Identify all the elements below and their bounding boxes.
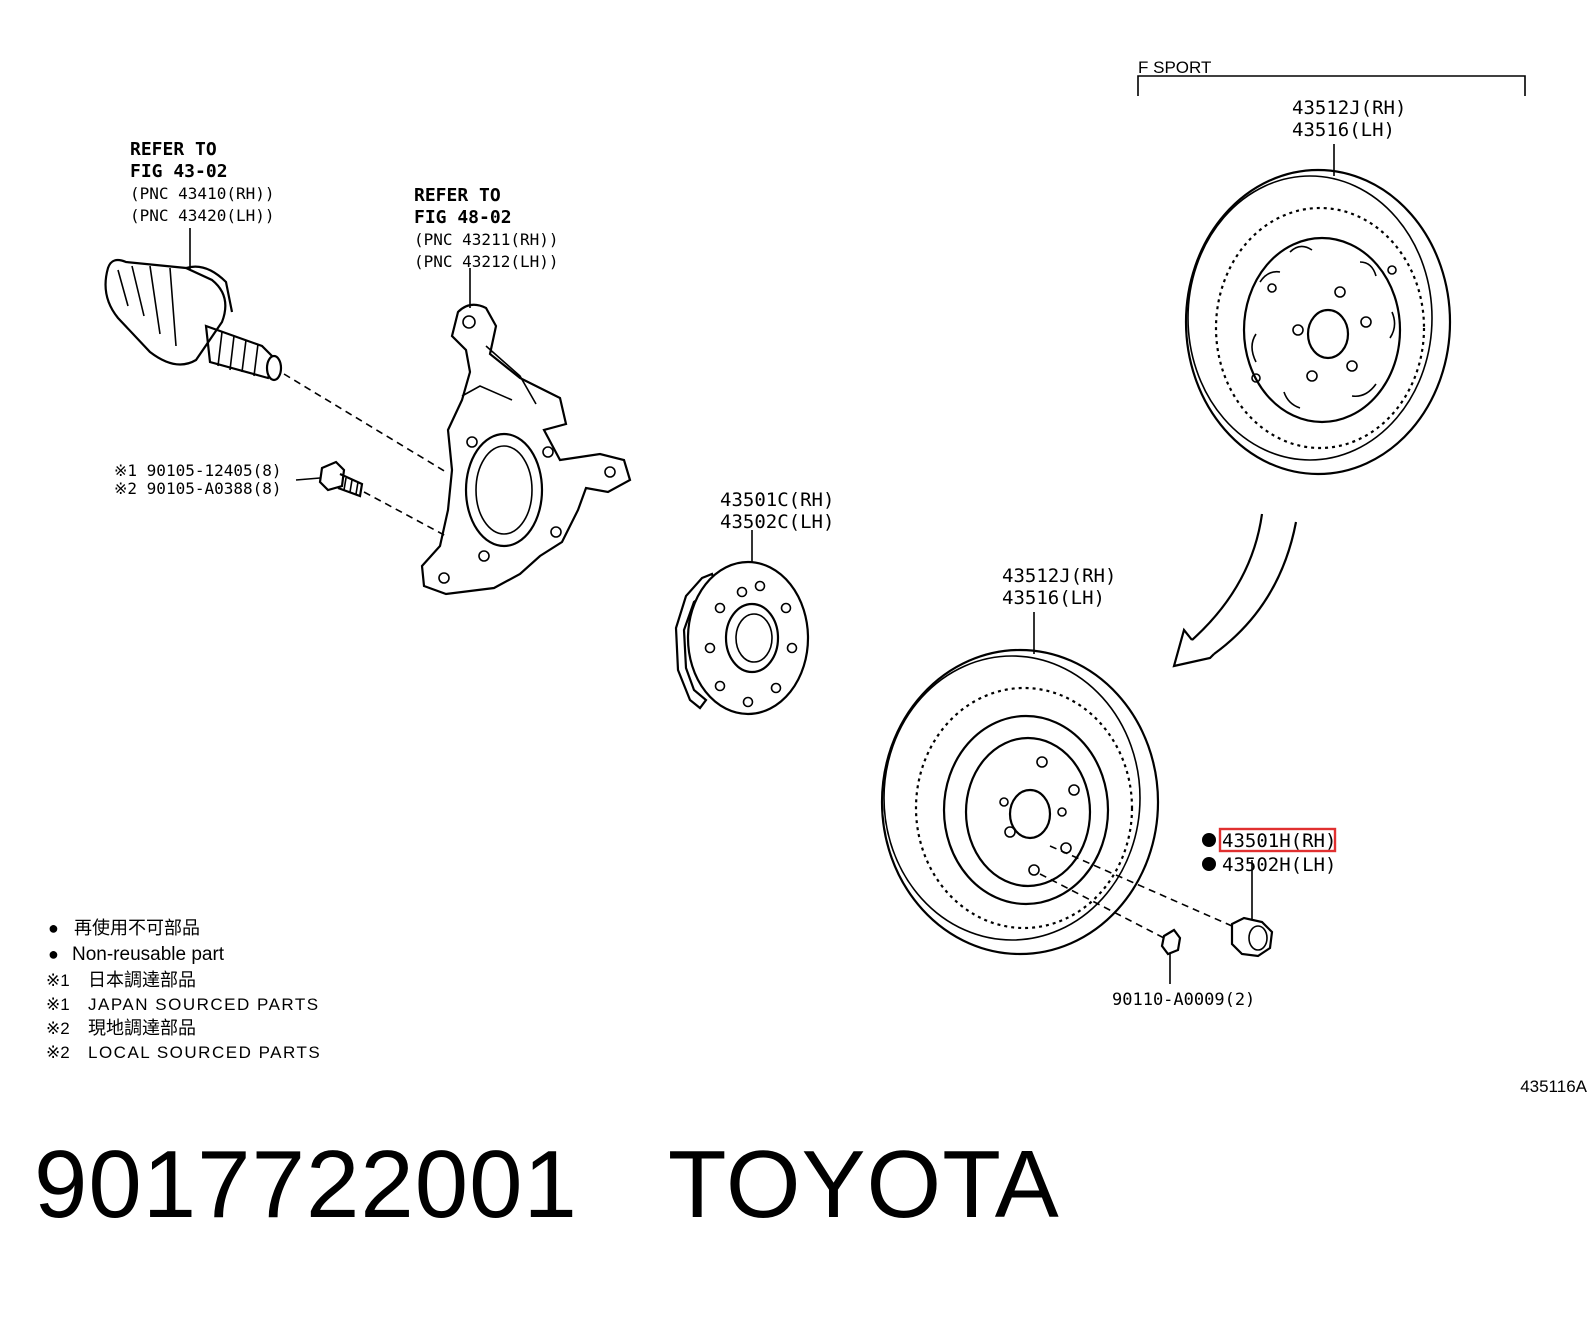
- highlight-box: [1218, 827, 1337, 853]
- callout-bolt: ※1 90105-12405(8) ※2 90105-A0388(8): [114, 461, 282, 498]
- svg-text:43512J(RH): 43512J(RH): [1292, 97, 1406, 119]
- svg-text:現地調達部品: 現地調達部品: [88, 1018, 196, 1038]
- svg-text:※1 90105-12405(8): ※1 90105-12405(8): [114, 461, 282, 480]
- callout-disc-std: 43512J(RH) 43516(LH): [1002, 565, 1116, 609]
- brand-name: TOYOTA: [667, 1131, 1060, 1238]
- svg-text:43516(LH): 43516(LH): [1002, 587, 1105, 609]
- knuckle-bolt-illustration: [295, 460, 364, 498]
- svg-text:(PNC 43410(RH)): (PNC 43410(RH)): [130, 184, 275, 203]
- nut-lh-label: 43502H(LH): [1222, 854, 1336, 876]
- svg-text:43516(LH): 43516(LH): [1292, 119, 1395, 141]
- svg-text:●: ●: [48, 944, 59, 964]
- callout-screw: 90110-A0009(2): [1112, 990, 1255, 1010]
- svg-text:●: ●: [48, 918, 59, 938]
- svg-text:※2: ※2: [46, 1019, 70, 1038]
- svg-text:FIG 48-02: FIG 48-02: [414, 207, 512, 228]
- fsport-bracket: F SPORT: [1137, 58, 1526, 96]
- svg-text:(PNC 43420(LH)): (PNC 43420(LH)): [130, 206, 275, 225]
- product-caption: 9017722001 TOYOTA: [34, 1130, 1060, 1240]
- callout-disc-fsport: 43512J(RH) 43516(LH): [1292, 97, 1406, 141]
- svg-text:43501C(RH): 43501C(RH): [720, 489, 834, 511]
- drive-shaft-illustration: [104, 228, 283, 382]
- legend: ● 再使用不可部品 ● Non-reusable part ※1 日本調達部品 …: [46, 918, 321, 1062]
- assembly-lines-left: [283, 373, 447, 537]
- hub-nut-illustration: [1230, 860, 1274, 958]
- fsport-label: F SPORT: [1138, 58, 1211, 77]
- svg-text:※2 90105-A0388(8): ※2 90105-A0388(8): [114, 479, 282, 498]
- callout-knuckle: REFER TO FIG 48-02 (PNC 43211(RH)) (PNC …: [414, 185, 559, 271]
- figure-id: 435116A: [1520, 1077, 1587, 1096]
- svg-text:(PNC 43211(RH)): (PNC 43211(RH)): [414, 230, 559, 249]
- brake-disc-illustration: [880, 612, 1160, 956]
- replacement-arrow: [1172, 513, 1298, 668]
- steering-knuckle-illustration: [420, 268, 632, 596]
- svg-text:REFER TO: REFER TO: [130, 139, 217, 160]
- svg-text:※2: ※2: [46, 1043, 70, 1062]
- svg-text:43502C(LH): 43502C(LH): [720, 511, 834, 533]
- svg-text:※1: ※1: [46, 971, 70, 990]
- svg-text:FIG 43-02: FIG 43-02: [130, 161, 228, 182]
- svg-text:43512J(RH): 43512J(RH): [1002, 565, 1116, 587]
- svg-text:(PNC 43212(LH)): (PNC 43212(LH)): [414, 252, 559, 271]
- svg-text:日本調達部品: 日本調達部品: [88, 970, 196, 990]
- non-reusable-marker-rh: [1202, 833, 1216, 847]
- callout-hub: 43501C(RH) 43502C(LH): [720, 489, 834, 533]
- part-number: 9017722001: [34, 1131, 578, 1238]
- svg-text:90110-A0009(2): 90110-A0009(2): [1112, 990, 1255, 1010]
- svg-text:再使用不可部品: 再使用不可部品: [74, 918, 200, 938]
- nut-rh-label: 43501H(RH): [1222, 830, 1336, 852]
- svg-text:Non-reusable part: Non-reusable part: [72, 944, 225, 965]
- disc-screw-illustration: [1160, 928, 1182, 984]
- fsport-brake-disc-illustration: [1184, 144, 1452, 476]
- hub-bearing-illustration: [674, 530, 810, 716]
- svg-text:※1: ※1: [46, 995, 70, 1014]
- non-reusable-marker-lh: [1202, 857, 1216, 871]
- assembly-lines-right: [1039, 845, 1233, 939]
- svg-text:LOCAL SOURCED PARTS: LOCAL SOURCED PARTS: [88, 1043, 321, 1062]
- svg-text:JAPAN SOURCED PARTS: JAPAN SOURCED PARTS: [88, 995, 320, 1014]
- callout-nut: 43501H(RH) 43502H(LH): [1202, 827, 1337, 876]
- callout-driveshaft: REFER TO FIG 43-02 (PNC 43410(RH)) (PNC …: [130, 139, 275, 225]
- svg-text:REFER TO: REFER TO: [414, 185, 501, 206]
